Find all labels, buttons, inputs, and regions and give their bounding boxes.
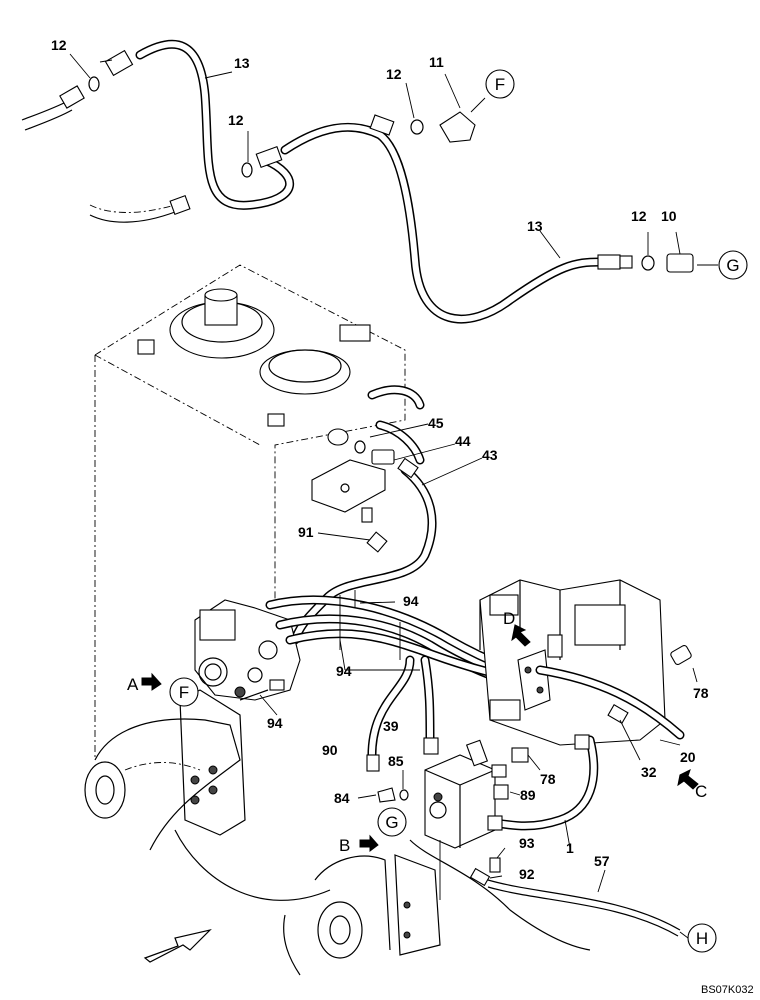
part-label-32: 32 xyxy=(641,764,657,780)
drawing-code: BS07K032 xyxy=(701,984,754,996)
part-label-44: 44 xyxy=(455,433,471,449)
part-label-78: 78 xyxy=(540,771,556,787)
part-label-85: 85 xyxy=(388,753,404,769)
part-label-94: 94 xyxy=(336,663,352,679)
o-ring xyxy=(88,76,100,92)
washer-45 xyxy=(327,428,349,446)
fitting-93 xyxy=(489,857,501,873)
hose-end-fitting xyxy=(104,49,134,77)
part-label-12: 12 xyxy=(631,208,647,224)
part-label-90: 90 xyxy=(322,742,338,758)
port-block-assembly xyxy=(290,423,483,645)
hose-end-fitting xyxy=(369,114,395,136)
view-arrow-b-label: B xyxy=(339,836,350,855)
connector-44 xyxy=(371,449,395,465)
part-label-89: 89 xyxy=(520,787,536,803)
part-label-12: 12 xyxy=(228,112,244,128)
part-label-57: 57 xyxy=(594,853,610,869)
ref-circle-f-top: F xyxy=(485,69,515,99)
view-arrow-a: A xyxy=(127,672,162,694)
fitting-91 xyxy=(366,531,388,553)
control-valve xyxy=(479,579,698,831)
part-label-43: 43 xyxy=(482,447,498,463)
hose-end-fitting xyxy=(619,255,633,269)
machine-frame xyxy=(84,689,591,976)
part-label-84: 84 xyxy=(334,790,350,806)
pipe-fitting xyxy=(59,85,85,109)
pipe-left-lower xyxy=(89,204,176,213)
o-ring xyxy=(641,255,655,271)
hydraulic-tank xyxy=(94,264,425,760)
part-number-labels: 12 13 12 11 12 13 12 10 45 44 43 91 94 9… xyxy=(51,37,709,882)
o-ring-45 xyxy=(354,440,366,454)
ref-circle-g-bottom: G xyxy=(377,807,407,837)
part-label-39: 39 xyxy=(383,718,399,734)
part-label-13: 13 xyxy=(234,55,250,71)
svg-text:G: G xyxy=(385,813,398,832)
svg-text:H: H xyxy=(696,929,708,948)
ref-circle-g-top: G xyxy=(718,250,748,280)
part-label-94: 94 xyxy=(267,715,283,731)
fitting-78 xyxy=(670,644,692,666)
upper-hose-assembly xyxy=(21,39,718,324)
o-ring xyxy=(410,119,424,135)
view-arrow-c: C xyxy=(677,769,707,801)
svg-text:G: G xyxy=(726,256,739,275)
part-label-12: 12 xyxy=(51,37,67,53)
svg-text:F: F xyxy=(495,75,505,94)
fitting-90 xyxy=(366,754,380,772)
tank-cover xyxy=(259,349,351,395)
part-label-78: 78 xyxy=(693,685,709,701)
part-label-13: 13 xyxy=(527,218,543,234)
ref-circle-h-bottom: H xyxy=(687,923,717,953)
fitting-89 xyxy=(493,784,509,800)
pipe-fitting xyxy=(169,194,191,216)
part-label-92: 92 xyxy=(519,866,535,882)
part-label-1: 1 xyxy=(566,840,574,856)
view-arrow-b: B xyxy=(339,834,379,855)
hose-end-fitting xyxy=(255,145,283,169)
part-label-94: 94 xyxy=(403,593,419,609)
part-label-93: 93 xyxy=(519,835,535,851)
view-arrow-d-label: D xyxy=(503,609,515,628)
elbow-84 xyxy=(377,787,396,803)
hose-end-fitting xyxy=(597,254,621,270)
bracket-plate xyxy=(517,649,551,711)
part-label-11: 11 xyxy=(429,54,444,70)
part-label-91: 91 xyxy=(298,524,314,540)
elbow-fitting-11 xyxy=(439,111,476,143)
ref-circle-f-bottom: F xyxy=(169,677,199,707)
part-label-20: 20 xyxy=(680,749,696,765)
fitting-92 xyxy=(469,867,491,887)
svg-text:F: F xyxy=(179,683,189,702)
view-arrow-a-label: A xyxy=(127,675,139,694)
o-ring xyxy=(241,162,253,178)
direction-arrow-icon xyxy=(143,928,212,963)
part-label-10: 10 xyxy=(661,208,677,224)
adapter-fitting-10 xyxy=(666,253,694,273)
solenoid-block xyxy=(357,739,689,939)
view-arrow-d: D xyxy=(503,609,531,647)
part-label-12: 12 xyxy=(386,66,402,82)
o-ring-85 xyxy=(399,789,409,801)
hose-57 xyxy=(487,879,681,931)
part-label-45: 45 xyxy=(428,415,444,431)
hose-13-lower xyxy=(280,122,605,324)
view-arrow-c-label: C xyxy=(695,782,707,801)
